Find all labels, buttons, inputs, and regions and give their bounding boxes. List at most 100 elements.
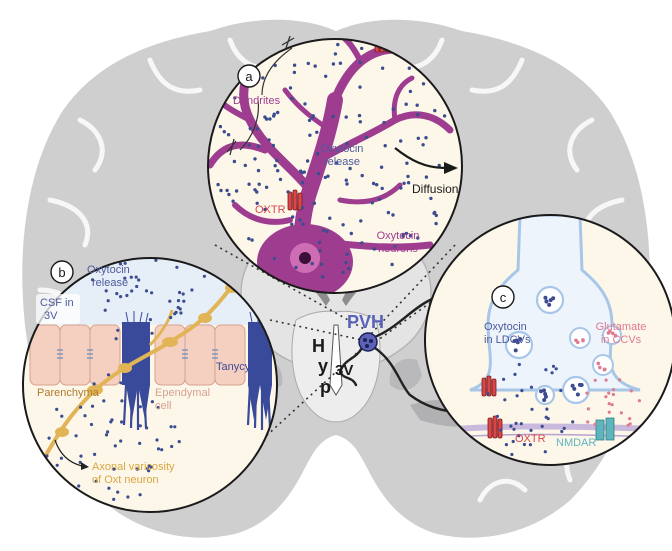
oxytocin-molecule <box>530 407 534 411</box>
oxytocin-molecule <box>155 438 159 442</box>
oxytocin-molecule <box>377 197 381 201</box>
csf-label-1: CSF in <box>40 297 74 309</box>
oxytocin-molecule <box>115 292 119 296</box>
oxytocin-molecule <box>261 76 265 80</box>
oxytocin-molecule <box>391 213 395 217</box>
oxytocin-molecule <box>544 368 548 372</box>
oxytocin-molecule <box>593 422 597 426</box>
oxytocin-molecule <box>255 127 259 131</box>
oxytocin-molecule <box>156 406 160 410</box>
oxytocin-molecule <box>256 168 261 173</box>
oxtr-receptor-icon <box>287 189 303 211</box>
oxytocin-molecule <box>305 159 310 163</box>
oxytocin-molecule <box>176 299 181 303</box>
oxytocin-molecule <box>442 114 447 118</box>
oxytocin-molecule <box>114 337 118 341</box>
oxytocin-molecule <box>222 130 226 134</box>
ldcv-content <box>539 389 544 394</box>
oxtr-label-c: OXTR <box>515 433 546 445</box>
glutamate-ccv-label-1: Glutamate <box>596 321 647 333</box>
ldcv-content <box>547 302 552 307</box>
oxytocin-molecule <box>135 467 139 471</box>
oxytocin-molecule <box>571 420 575 424</box>
oxytocin-molecule <box>333 52 338 56</box>
oxytocin-molecule <box>317 240 322 245</box>
ldcv-content <box>542 388 547 393</box>
oxytocin-molecule <box>509 424 513 428</box>
oxytocin-molecule <box>424 175 429 179</box>
oxytocin-molecule <box>382 120 386 125</box>
ldcv-content <box>542 398 547 403</box>
oxytocin-molecule <box>502 377 506 381</box>
oxytocin-molecule <box>358 60 362 64</box>
oxytocin-molecule <box>286 190 290 194</box>
oxytocin-molecule <box>310 261 314 266</box>
oxytocin-molecule <box>123 276 127 280</box>
oxytocin-molecule <box>272 256 277 261</box>
panel-connectors <box>214 244 456 461</box>
oxytocin-molecule <box>190 288 194 292</box>
oxytocin-molecule <box>219 188 223 193</box>
oxytocin-molecule <box>174 310 178 314</box>
oxytocin-molecule <box>405 161 409 165</box>
tanycyte-left <box>122 322 150 430</box>
oxytocin-molecule <box>106 373 111 377</box>
oxytocin-molecule <box>512 427 516 431</box>
oxytocin-molecule <box>83 414 87 418</box>
oxytocin-molecule <box>149 465 153 469</box>
oxytocin-molecule <box>303 102 307 106</box>
oxytocin-molecule <box>290 222 294 226</box>
csf-label-2: 3V <box>44 310 58 322</box>
oxytocin-molecule <box>433 108 437 113</box>
oxytocin-molecule <box>402 181 406 185</box>
parenchyma-label: Parenchyma <box>37 387 100 399</box>
oxytocin-molecule <box>233 96 237 100</box>
oxytocin-molecule <box>182 299 186 303</box>
oxytocin-molecule <box>318 248 322 253</box>
oxytocin-molecule <box>276 169 280 173</box>
oxytocin-molecule <box>79 454 83 458</box>
dendrites-label: Dendrites <box>233 95 281 107</box>
axonal-varicosity-label-2: of Oxt neuron <box>92 474 159 486</box>
oxtr-receptor-icon-c <box>487 415 503 439</box>
oxytocin-molecule <box>116 328 120 332</box>
oxytocin-molecule <box>503 398 507 402</box>
oxytocin-molecule <box>89 422 94 427</box>
oxytocin-molecule <box>514 421 518 425</box>
oxytocin-molecule <box>294 265 298 270</box>
oxytocin-molecule <box>379 165 384 169</box>
oxytocin-molecule <box>248 126 252 131</box>
ldcv-content <box>515 340 520 345</box>
oxytocin-molecule <box>345 252 349 256</box>
oxytocin-molecule <box>628 417 632 421</box>
ependymal-cell-label-1: Ependymal <box>155 387 210 399</box>
third-ventricle-label: 3V <box>335 362 353 379</box>
oxytocin-molecule <box>119 381 123 385</box>
oxytocin-molecule <box>349 231 353 236</box>
oxytocin-molecule <box>341 223 345 227</box>
oxytocin-molecule <box>416 136 420 140</box>
oxytocin-molecule <box>499 428 503 432</box>
oxytocin-molecule <box>255 190 259 194</box>
ldcv-content <box>544 299 549 304</box>
oxytocin-molecule <box>543 450 547 454</box>
oxytocin-molecule <box>256 144 260 148</box>
ependymal-cells <box>29 324 246 386</box>
released-molecules-c <box>486 362 642 457</box>
oxytocin-molecule <box>380 186 384 191</box>
oxytocin-molecule <box>306 61 310 66</box>
oxtr-label-a: OXTR <box>255 204 286 216</box>
oxytocin-molecule <box>118 262 123 266</box>
oxytocin-molecule <box>604 395 608 399</box>
oxytocin-molecule <box>135 284 139 289</box>
oxytocin-molecule <box>119 439 123 443</box>
oxytocin-molecule <box>338 61 343 65</box>
panel-c-badge-label: c <box>500 290 507 305</box>
vesicle-contents <box>512 295 618 403</box>
oxytocin-molecule <box>112 497 116 501</box>
oxytocin-molecule <box>344 260 348 265</box>
ependymal-cell-label-2: cell <box>155 400 172 412</box>
oxytocin-molecule <box>437 163 441 168</box>
oxytocin-molecule <box>110 418 114 422</box>
